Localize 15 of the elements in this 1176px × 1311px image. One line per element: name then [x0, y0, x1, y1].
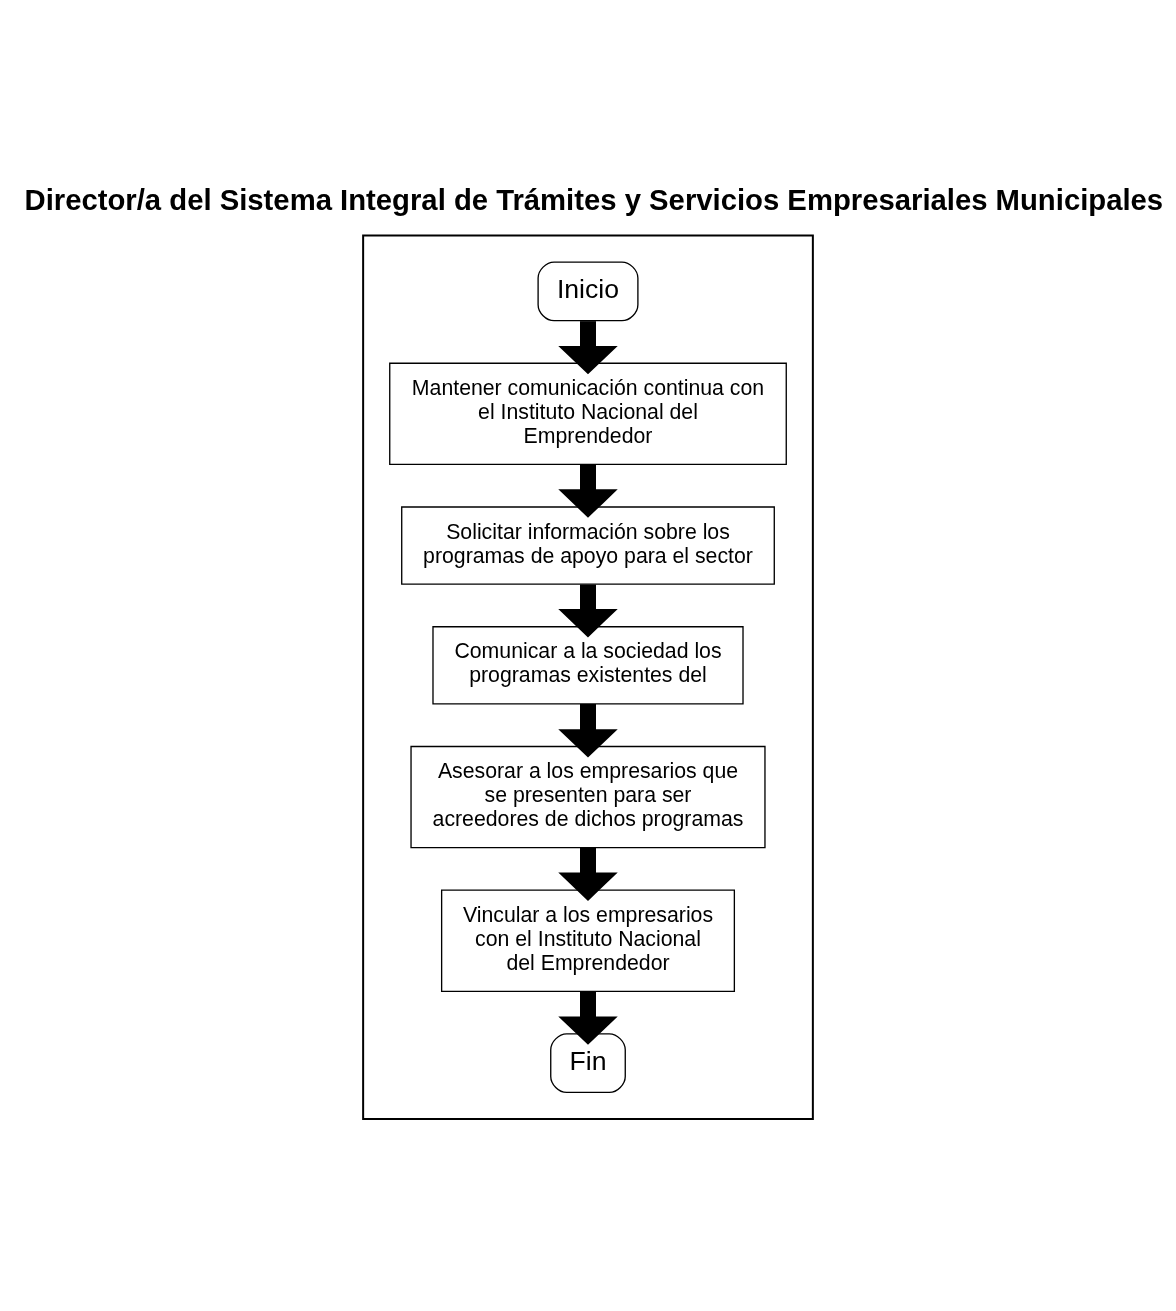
arrow: [558, 320, 618, 374]
diagram-title: Director/a del Sistema Integral de Trámites y Servicios Empresariales Municipales: [24, 183, 1164, 216]
arrow: [558, 584, 618, 637]
node-box: Fin: [550, 1032, 626, 1093]
arrow: [558, 703, 618, 757]
node-box: Solicitar información sobre los programas de apoyo para el sector: [401, 505, 775, 585]
cluster: [362, 234, 814, 1120]
arrow: [558, 847, 618, 901]
node-box: Comunicar a la sociedad los programas existentes del: [432, 625, 744, 705]
arrow: [558, 990, 618, 1045]
arrow: [558, 464, 618, 518]
node-box: Inicio: [537, 261, 639, 321]
node-box: Mantener comunicación continua con el Instituto Nacional del Emprendedor: [389, 362, 787, 465]
node-box: Vincular a los empresarios con el Instituto Nacional del Emprendedor: [440, 889, 736, 992]
node-box: Asesorar a los empresarios que se presenten para ser acreedores de dichos programas: [410, 745, 766, 848]
